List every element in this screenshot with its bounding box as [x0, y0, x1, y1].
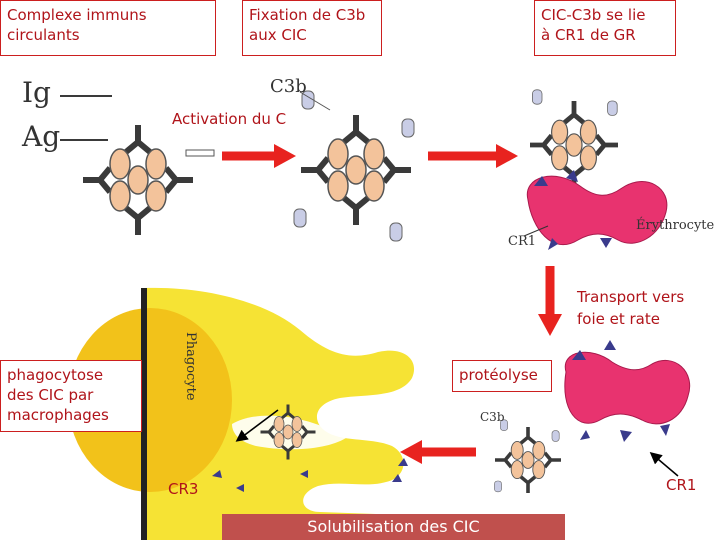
proteolyse-box: protéolyse [452, 360, 552, 392]
cr3-arrow [235, 409, 279, 442]
transport-label: Transport vers foie et rate [577, 288, 685, 328]
arrow-phagocytosis-head [400, 440, 422, 464]
erythrocyte-bottom [564, 351, 691, 425]
solubilisation-bar: Solubilisation des CIC [222, 514, 565, 540]
phagocyte-label: Phagocyte [183, 332, 198, 401]
arrow-activation-head [274, 144, 296, 168]
fixation-box: Fixation de C3b aux CIC [242, 0, 382, 56]
cr1-pointer [523, 225, 549, 237]
arrow-binding-head [496, 144, 518, 168]
phagocyte-nucleus [68, 308, 232, 492]
ag-label: Ag [22, 120, 61, 153]
c3b-top-pointer [299, 91, 331, 111]
cic-c3b-box: CIC-C3b se lie à CR1 de GR [534, 0, 676, 56]
erythrocyte-label: Érythrocyte [636, 218, 715, 233]
c3b-label-bottom: C3b [480, 410, 505, 424]
ig-label: Ig [22, 76, 51, 109]
cr3-label: CR3 [168, 480, 199, 498]
c3-fragment [185, 149, 215, 157]
c3b-label-top: C3b [270, 76, 307, 97]
cr1-arrow [649, 452, 679, 477]
immune-complex-c3b [293, 90, 415, 242]
cr1-figure-label: CR1 [508, 234, 537, 249]
arrow-transport-head [538, 314, 562, 336]
activation-label: Activation du C [172, 110, 287, 128]
immune-complex-1 [83, 125, 193, 235]
released-complex [493, 419, 563, 495]
erythrocyte-top [526, 175, 668, 246]
phagocytose-box: phagocytose des CIC par macrophages [0, 360, 142, 432]
cr1-receptors-top [534, 170, 612, 250]
complexe-box: Complexe immuns circulants [0, 0, 216, 56]
cr1-label: CR1 [666, 476, 697, 494]
